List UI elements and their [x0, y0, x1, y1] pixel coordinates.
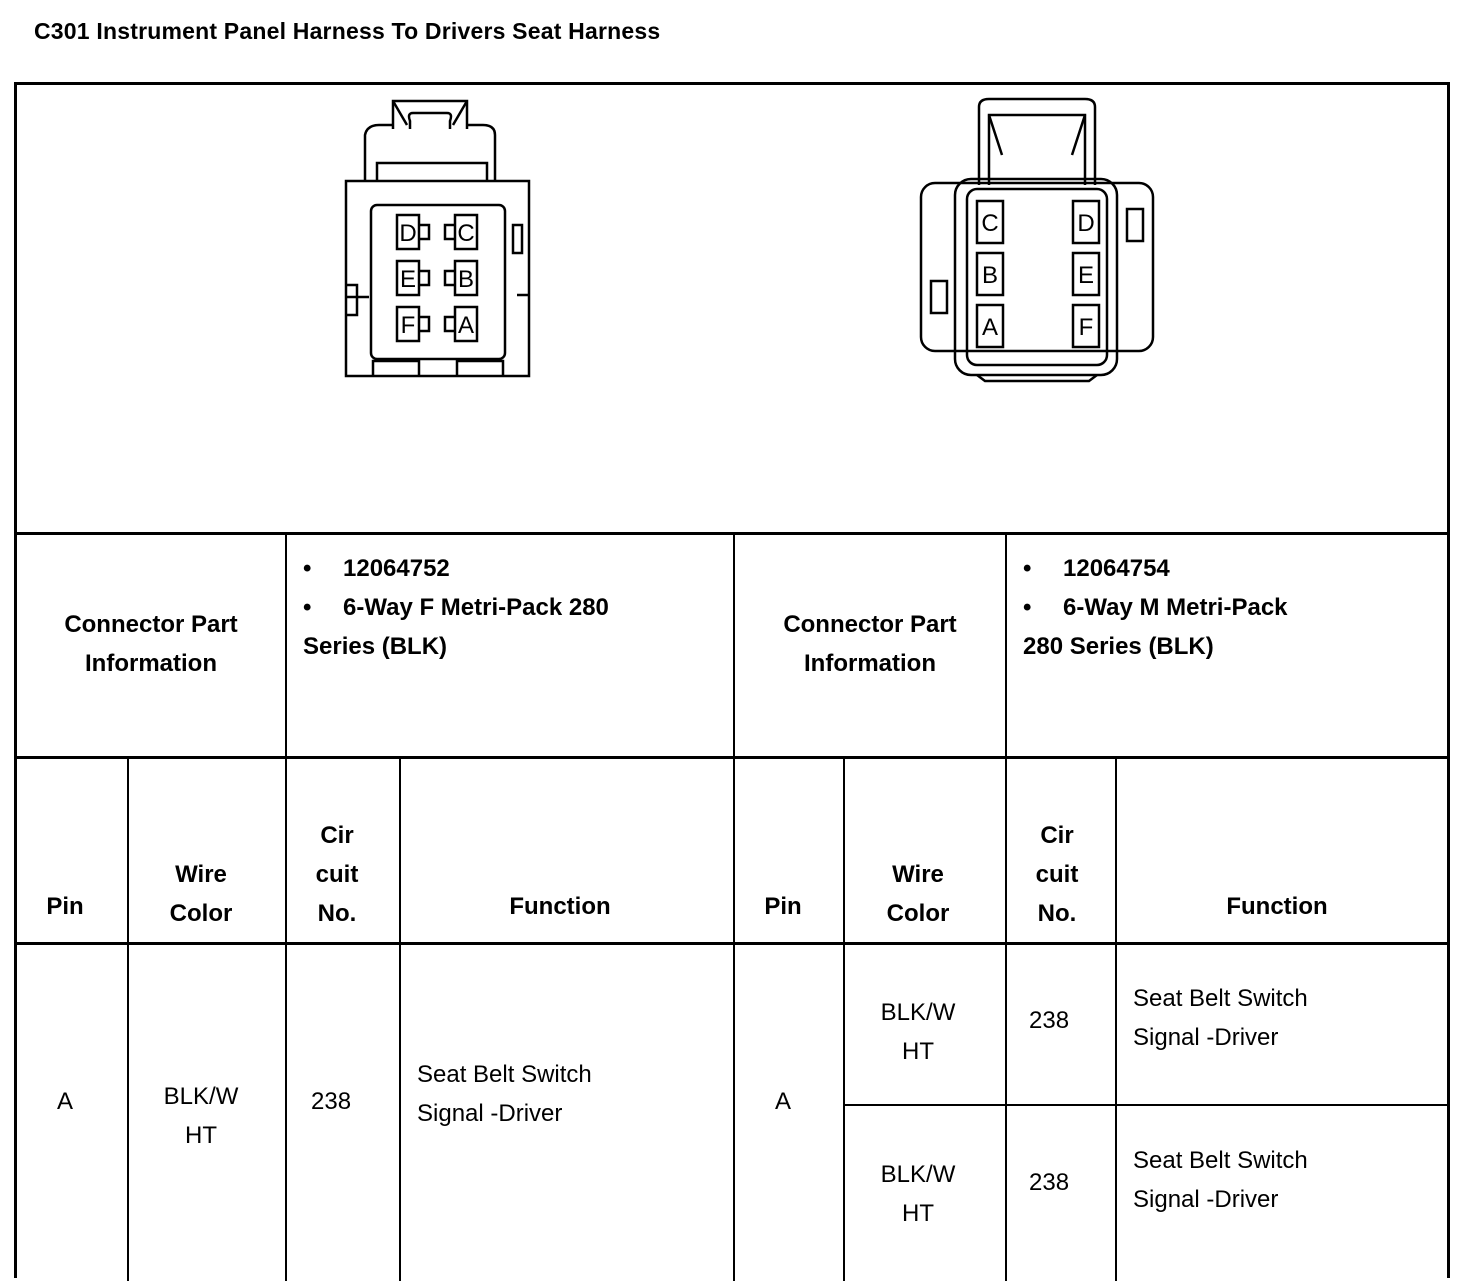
- table-cell-pin: A: [56, 1088, 73, 1115]
- header-function: Function: [1226, 893, 1328, 920]
- header-function: Function: [509, 893, 611, 920]
- right-part-description: 6-Way M Metri-Pack: [1063, 594, 1288, 621]
- left-part-description-cont: Series (BLK): [303, 633, 448, 660]
- cavity-label: F: [401, 312, 416, 339]
- cavity-label: C: [981, 210, 998, 237]
- column-divider: [399, 758, 401, 1281]
- right-connector-info-label: Connector Part Information: [783, 611, 957, 677]
- table-cell-circuit: 238: [1029, 1169, 1070, 1196]
- cavity-label: F: [1079, 314, 1094, 341]
- left-connector-part-info: •12064752 •6-Way F Metri-Pack 280 Series…: [303, 549, 723, 666]
- right-connector-part-info: •12064754 •6-Way M Metri-Pack 280 Series…: [1023, 549, 1443, 666]
- cavity-label: B: [458, 266, 474, 293]
- column-divider: [733, 535, 735, 1281]
- page-title: C301 Instrument Panel Harness To Drivers…: [34, 18, 661, 44]
- header-pin: Pin: [764, 893, 802, 920]
- connector-diagram-row: D C E B F A: [17, 85, 1447, 535]
- female-cavity-labels: D C E B F A: [399, 220, 474, 339]
- male-connector-drawing: [919, 97, 1155, 383]
- female-connector-drawing: [344, 99, 531, 378]
- header-bottom-divider: [17, 942, 1447, 945]
- column-divider: [127, 758, 129, 1281]
- left-part-number: 12064752: [343, 555, 450, 582]
- cavity-label: C: [457, 220, 474, 247]
- right-part-number: 12064754: [1063, 555, 1170, 582]
- row-divider: [17, 756, 1447, 759]
- right-part-description-cont: 280 Series (BLK): [1023, 633, 1214, 660]
- cavity-label: E: [1078, 262, 1094, 289]
- male-cavity-labels: C D B E A F: [981, 210, 1094, 341]
- row-divider: [845, 1104, 1447, 1106]
- column-divider: [843, 758, 845, 1281]
- cavity-label: A: [458, 312, 474, 339]
- cavity-label: E: [400, 266, 416, 293]
- left-part-description: 6-Way F Metri-Pack 280: [343, 594, 609, 621]
- cavity-label: D: [1077, 210, 1094, 237]
- cavity-label: A: [982, 314, 998, 341]
- column-divider: [285, 535, 287, 1281]
- cavity-label: B: [982, 262, 998, 289]
- header-pin: Pin: [46, 893, 84, 920]
- connector-table: D C E B F A: [14, 82, 1450, 1281]
- cavity-label: D: [399, 220, 416, 247]
- table-cell-pin: A: [774, 1088, 791, 1115]
- table-cell-circuit: 238: [1029, 1007, 1070, 1034]
- left-connector-info-label: Connector Part Information: [64, 611, 238, 677]
- table-cell-circuit: 238: [311, 1088, 352, 1115]
- column-divider: [1115, 758, 1117, 1281]
- connector-illustrations: D C E B F A: [344, 97, 1155, 383]
- column-divider: [1005, 535, 1007, 1281]
